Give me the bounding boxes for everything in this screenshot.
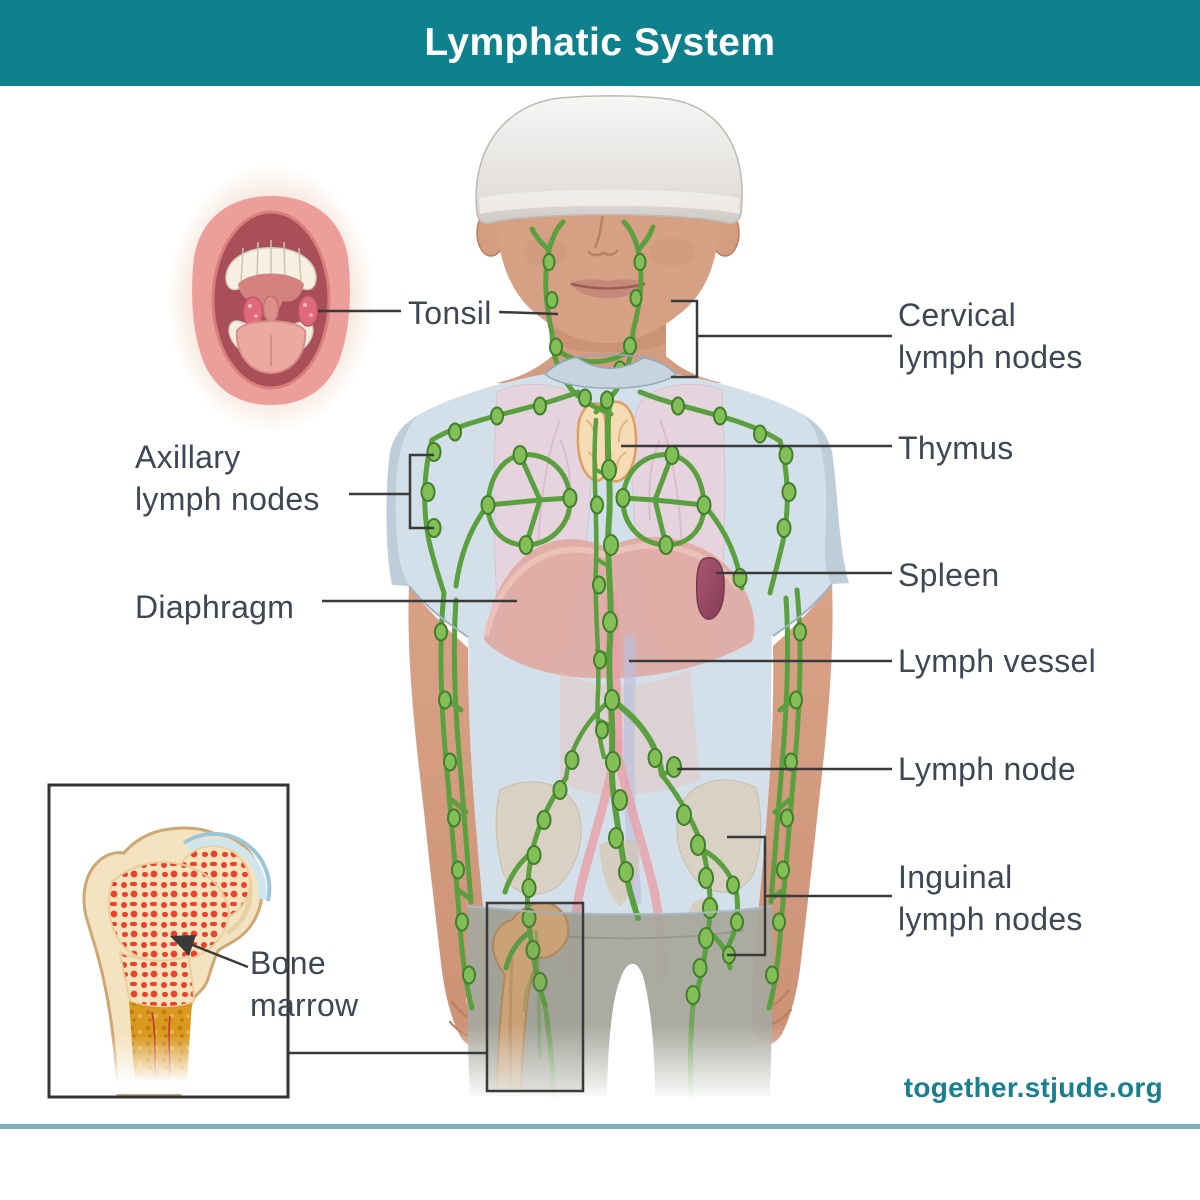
label-spleen: Spleen xyxy=(898,557,1000,593)
child-figure xyxy=(386,95,849,1099)
head xyxy=(475,95,743,343)
nose xyxy=(587,210,619,257)
red-marrow-shaft xyxy=(118,950,196,1008)
website-url: together.stjude.org xyxy=(903,1072,1163,1103)
label-tonsil: Tonsil xyxy=(408,295,492,331)
lymphatic-network xyxy=(420,219,807,1099)
mouth xyxy=(570,279,646,299)
label-cervical-lymph-nodes: Cervical lymph nodes xyxy=(898,297,1083,375)
label-thymus: Thymus xyxy=(898,430,1014,466)
soft-palate xyxy=(238,273,304,323)
uvula xyxy=(262,295,280,323)
bottom-fade xyxy=(300,1025,890,1121)
footer-rule xyxy=(0,1124,1200,1129)
header-bar: Lymphatic System xyxy=(0,0,1200,86)
spleen-organ xyxy=(695,557,725,620)
label-bone-marrow: Bone marrow xyxy=(250,945,359,1023)
cap-brim xyxy=(479,189,740,214)
label-lymph-vessel: Lymph vessel xyxy=(898,643,1097,679)
label-lymph-node: Lymph node xyxy=(898,751,1076,787)
mouth-inset-illustration xyxy=(167,165,375,433)
arm-lymph-vessels xyxy=(438,587,803,1011)
label-inguinal-lymph-nodes: Inguinal lymph nodes xyxy=(898,859,1083,937)
tonsils xyxy=(242,295,319,328)
page-title: Lymphatic System xyxy=(424,21,776,64)
label-diaphragm: Diaphragm xyxy=(135,589,295,625)
diaphragm-organ xyxy=(484,536,755,679)
label-axillary-lymph-nodes: Axillary lymph nodes xyxy=(135,439,320,517)
bone-marrow-inset-illustration xyxy=(49,785,288,1097)
